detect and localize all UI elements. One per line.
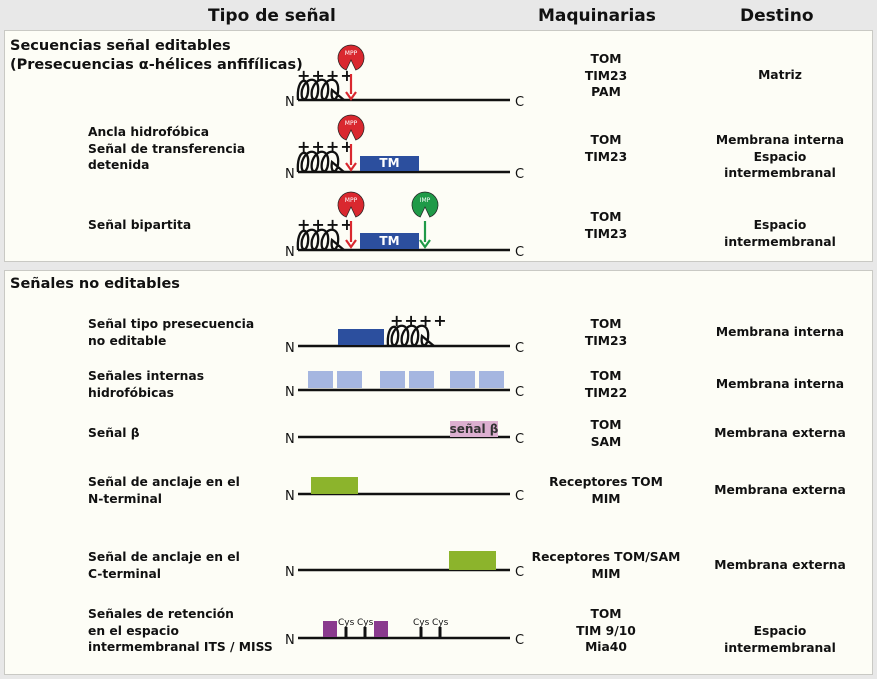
n-anchor-segment bbox=[311, 477, 358, 494]
section-non-editable-title: Señales no editables bbox=[10, 276, 180, 292]
editable-panel bbox=[4, 30, 873, 262]
destination-its-miss: Espacio intermembranal bbox=[724, 624, 836, 655]
internal-hydrophobic-n-terminus: N bbox=[285, 385, 295, 400]
label-non-cleavable-presequence: Señal tipo presecuencia no editable bbox=[88, 317, 255, 348]
presequence-mpp-enzyme-icon bbox=[337, 44, 365, 71]
its-miss-n-terminus: N bbox=[285, 633, 295, 648]
bipartite-tm-segment-label: TM bbox=[379, 234, 399, 248]
stop-transfer-tm-segment bbox=[360, 156, 419, 171]
bipartite-mpp-cleavage-arrow-head bbox=[345, 239, 357, 249]
its-box-2 bbox=[374, 621, 388, 637]
stop-transfer-n-terminus: N bbox=[285, 167, 295, 182]
beta-signal-n-terminus: N bbox=[285, 432, 295, 447]
hydrophobic-segment-1 bbox=[308, 371, 333, 388]
non-cleavable-tm-segment bbox=[338, 329, 384, 345]
hydrophobic-segment-3 bbox=[380, 371, 405, 388]
c-anchor-segment bbox=[449, 551, 496, 570]
bipartite-n-terminus: N bbox=[285, 245, 295, 260]
its-box-1 bbox=[323, 621, 337, 637]
n-anchor-c-terminus: C bbox=[515, 489, 524, 504]
header-signal-type: Tipo de señal bbox=[208, 6, 336, 26]
bipartite-mpp-enzyme-label: MPP bbox=[345, 197, 358, 204]
c-anchor-n-terminus: N bbox=[285, 565, 295, 580]
stop-transfer-mpp-enzyme-icon bbox=[337, 114, 365, 141]
stop-transfer-cleavage-arrow-head bbox=[345, 162, 357, 172]
destination-stop-transfer: Membrana interna Espacio intermembranal bbox=[715, 133, 845, 180]
cys-label-2: Cys bbox=[357, 618, 374, 628]
cys-marker-2 bbox=[363, 627, 367, 638]
machinery-bipartite: TOM TIM23 bbox=[584, 210, 628, 241]
stop-transfer-amphipathic-helix bbox=[296, 150, 345, 173]
internal-hydrophobic-c-terminus: C bbox=[515, 385, 524, 400]
destination-bipartite: Espacio intermembranal bbox=[724, 218, 836, 249]
label-stop-transfer: Ancla hidrofóbica Señal de transferencia… bbox=[88, 125, 246, 172]
machinery-beta-signal: TOM SAM bbox=[590, 418, 622, 449]
hydrophobic-segment-6 bbox=[479, 371, 504, 388]
non-cleavable-positive-charges: ++++ bbox=[390, 311, 448, 330]
bipartite-imp-cleavage-arrow-head bbox=[419, 239, 431, 249]
non-editable-panel bbox=[4, 270, 873, 675]
n-anchor-n-terminus: N bbox=[285, 489, 295, 504]
cys-marker-1 bbox=[344, 627, 348, 638]
beta-signal-box bbox=[450, 421, 498, 437]
c-anchor-c-terminus: C bbox=[515, 565, 524, 580]
destination-non-cleavable-presequence: Membrana interna bbox=[715, 325, 845, 339]
cys-label-1: Cys bbox=[338, 618, 355, 628]
presequence-amphipathic-helix bbox=[296, 78, 345, 101]
label-its-miss: Señales de retención en el espacio inter… bbox=[88, 607, 273, 654]
label-bipartite: Señal bipartita bbox=[88, 218, 192, 232]
label-n-anchor: Señal de anclaje en el N-terminal bbox=[88, 475, 240, 506]
destination-n-anchor: Membrana externa bbox=[714, 483, 846, 497]
header-machinery: Maquinarias bbox=[538, 6, 656, 26]
machinery-non-cleavable-presequence: TOM TIM23 bbox=[584, 317, 628, 348]
bipartite-mpp-enzyme-icon bbox=[337, 191, 365, 218]
hydrophobic-segment-4 bbox=[409, 371, 434, 388]
machinery-presequence: TOM TIM23 PAM bbox=[584, 52, 628, 99]
header-destination: Destino bbox=[740, 6, 814, 26]
hydrophobic-segment-5 bbox=[450, 371, 475, 388]
bipartite-tm-segment bbox=[360, 233, 419, 249]
non-cleavable-amphipathic-helix bbox=[386, 324, 435, 347]
cys-marker-4 bbox=[438, 627, 442, 638]
bipartite-imp-enzyme-label: IMP bbox=[420, 197, 431, 204]
hydrophobic-segment-2 bbox=[337, 371, 362, 388]
cys-marker-3 bbox=[419, 627, 423, 638]
bipartite-positive-charges: ++++ bbox=[297, 215, 355, 234]
stop-transfer-positive-charges: ++++ bbox=[297, 137, 355, 156]
presequence-c-terminus: C bbox=[515, 95, 524, 110]
bipartite-imp-enzyme-icon bbox=[411, 191, 439, 218]
cys-label-4: Cys bbox=[432, 618, 449, 628]
destination-presequence: Matriz bbox=[758, 68, 802, 82]
section-editable-title: Secuencias señal editables (Presecuencia… bbox=[10, 38, 303, 73]
stop-transfer-tm-segment-label: TM bbox=[379, 156, 399, 170]
presequence-cleavage-arrow-head bbox=[345, 91, 357, 101]
machinery-c-anchor: Receptores TOM/SAM MIM bbox=[531, 550, 681, 581]
non-cleavable-n-terminus: N bbox=[285, 341, 295, 356]
bipartite-amphipathic-helix bbox=[296, 228, 345, 251]
machinery-internal-hydrophobic: TOM TIM22 bbox=[584, 369, 628, 400]
machinery-its-miss: TOM TIM 9/10 Mia40 bbox=[576, 607, 636, 654]
its-miss-c-terminus: C bbox=[515, 633, 524, 648]
destination-c-anchor: Membrana externa bbox=[714, 558, 846, 572]
machinery-n-anchor: Receptores TOM MIM bbox=[549, 475, 663, 506]
label-internal-hydrophobic: Señales internas hidrofóbicas bbox=[88, 369, 205, 400]
machinery-stop-transfer: TOM TIM23 bbox=[584, 133, 628, 164]
label-beta-signal: Señal β bbox=[88, 426, 140, 440]
presequence-positive-charges: ++++ bbox=[297, 66, 355, 85]
beta-signal-box-label: señal β bbox=[450, 422, 499, 436]
stop-transfer-c-terminus: C bbox=[515, 167, 524, 182]
label-c-anchor: Señal de anclaje en el C-terminal bbox=[88, 550, 240, 581]
destination-beta-signal: Membrana externa bbox=[714, 426, 846, 440]
cys-label-3: Cys bbox=[413, 618, 430, 628]
stop-transfer-mpp-enzyme-label: MPP bbox=[345, 120, 358, 127]
presequence-n-terminus: N bbox=[285, 95, 295, 110]
non-cleavable-c-terminus: C bbox=[515, 341, 524, 356]
destination-internal-hydrophobic: Membrana interna bbox=[715, 377, 845, 391]
beta-signal-c-terminus: C bbox=[515, 432, 524, 447]
bipartite-c-terminus: C bbox=[515, 245, 524, 260]
presequence-mpp-enzyme-label: MPP bbox=[345, 50, 358, 57]
